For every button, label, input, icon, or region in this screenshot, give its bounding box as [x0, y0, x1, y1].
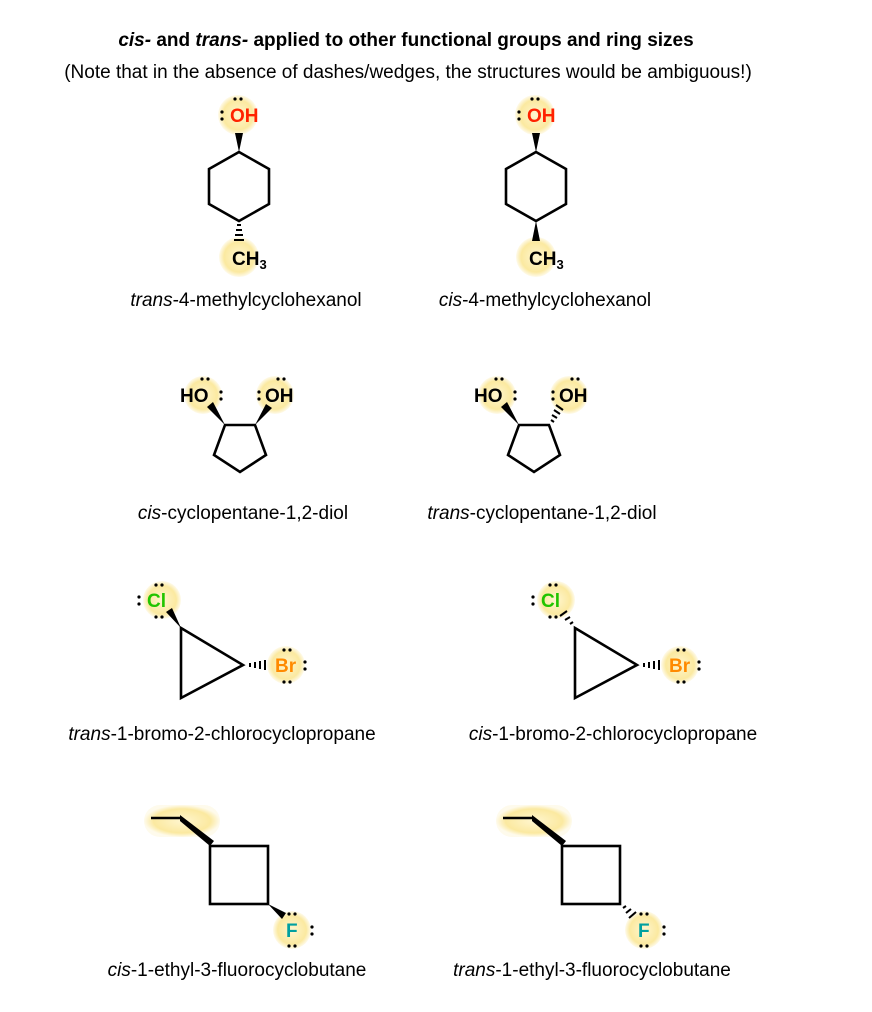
fluorine-label: F	[286, 921, 298, 942]
svg-text:HO: HO	[474, 386, 503, 407]
label-trans-1-bromo-2-chlorocyclopropane: trans-1-bromo-2-chlorocyclopropane	[68, 724, 375, 745]
oxygen-label: OH	[230, 106, 259, 127]
trans-1-ethyl-3-fluorocyclobutane-structure: F	[496, 805, 666, 949]
cis-cyclopentane-1,2-diol-structure: HO OH	[180, 376, 294, 474]
hydroxyl-label: OH	[559, 386, 588, 407]
chlorine-label: Cl	[541, 591, 560, 612]
label-cis-1-ethyl-3-fluorocyclobutane: cis-1-ethyl-3-fluorocyclobutane	[108, 960, 367, 981]
cis-4-methylcyclohexanol-structure: OH CH3	[504, 95, 568, 277]
label-trans-1-ethyl-3-fluorocyclobutane: trans-1-ethyl-3-fluorocyclobutane	[453, 960, 731, 981]
oxygen-label: OH	[527, 106, 556, 127]
title-trans: trans-	[195, 30, 248, 51]
svg-text:OH: OH	[265, 386, 294, 407]
title-line: cis- and trans- applied to other functio…	[118, 30, 693, 51]
title-rest: applied to other functional groups and r…	[248, 30, 693, 51]
trans-1-bromo-2-chlorocyclopropane-structure: Cl Br	[137, 581, 307, 701]
bromine-label: Br	[669, 656, 691, 677]
label-trans-4-methylcyclohexanol: trans-4-methylcyclohexanol	[130, 290, 361, 311]
title-and: and	[151, 30, 195, 51]
cis-1-bromo-2-chlorocyclopropane-structure: Cl Br	[531, 581, 701, 701]
trans-cyclopentane-1,2-diol-structure: HO OH	[474, 376, 588, 474]
svg-text:OH: OH	[559, 386, 588, 407]
svg-text:OH: OH	[527, 106, 556, 127]
hydroxyl-label: HO	[474, 386, 503, 407]
subscript: 3	[556, 257, 563, 272]
svg-text:HO: HO	[180, 386, 209, 407]
svg-text:CH3: CH3	[529, 249, 564, 272]
fluorine-label: F	[638, 921, 650, 942]
methyl-label: CH	[529, 249, 556, 270]
label-cis-cyclopentane-1,2-diol: cis-cyclopentane-1,2-diol	[138, 503, 348, 524]
svg-text:OH: OH	[230, 106, 259, 127]
hydroxyl-label: HO	[180, 386, 209, 407]
chlorine-label: Cl	[147, 591, 166, 612]
bromine-label: Br	[275, 656, 297, 677]
svg-text:CH3: CH3	[232, 249, 267, 272]
cis-1-ethyl-3-fluorocyclobutane-structure: F	[144, 805, 314, 949]
label-cis-1-bromo-2-chlorocyclopropane: cis-1-bromo-2-chlorocyclopropane	[469, 724, 757, 745]
label-cis-4-methylcyclohexanol: cis-4-methylcyclohexanol	[439, 290, 651, 311]
trans-4-methylcyclohexanol-structure: OH CH3	[207, 95, 271, 277]
subscript: 3	[259, 257, 266, 272]
hydroxyl-label: OH	[265, 386, 294, 407]
title-cis: cis-	[118, 30, 151, 51]
methyl-label: CH	[232, 249, 259, 270]
subtitle-note: (Note that in the absence of dashes/wedg…	[64, 62, 752, 83]
label-trans-cyclopentane-1,2-diol: trans-cyclopentane-1,2-diol	[427, 503, 656, 524]
